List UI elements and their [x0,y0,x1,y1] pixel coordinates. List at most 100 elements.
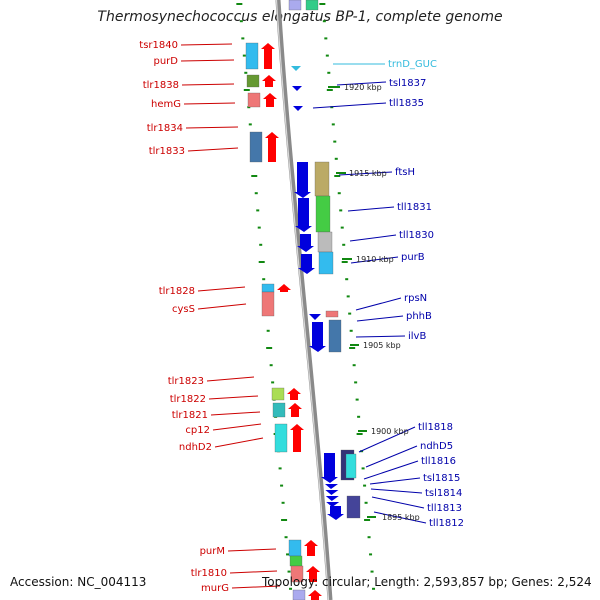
gene-label-tlr1833[interactable]: tlr1833 [149,146,185,157]
tick-mark [370,570,374,573]
gene-label-tsr1840[interactable]: tsr1840 [139,40,178,51]
reverse-gene [309,314,321,320]
tick-mark [258,261,265,263]
label-connectors [180,43,427,589]
forward-gene [271,387,301,401]
gene-label-ndhD2[interactable]: ndhD2 [179,442,212,453]
genome-backbone [275,0,333,600]
gene-label-cysS[interactable]: cysS [172,304,195,315]
reverse-gene [325,496,339,501]
gene-label-tsl1815[interactable]: tsl1815 [423,473,460,484]
gene-arrow [277,284,291,292]
tick-mark [322,20,326,23]
tick-mark [356,433,363,435]
gene-arrow [295,198,312,232]
reverse-gene [318,251,334,275]
tick-mark [257,226,261,229]
gene-label-tlr1821[interactable]: tlr1821 [172,410,208,421]
gene-label-tll1812[interactable]: tll1812 [429,518,464,529]
gene-label-trnD_GUC[interactable]: trnD_GUC [388,59,437,70]
gene-label-purD[interactable]: purD [154,56,179,67]
label-connector [180,43,233,46]
gene-box [272,402,286,418]
tick-mark [284,536,288,539]
tick-mark [254,192,258,195]
gene-label-murG[interactable]: murG [201,583,229,594]
gene-label-tll1831[interactable]: tll1831 [397,202,432,213]
forward-gene [247,92,277,108]
gene-box [274,423,288,453]
tick-mark [286,553,290,556]
gene-box [292,589,306,600]
tick-mark [363,484,367,487]
tick-mark [341,261,348,263]
tick-mark [372,587,376,590]
reverse-gene [326,502,340,507]
gene-arrow [261,43,275,69]
reverse-gene [297,234,314,252]
gene-arrow [298,254,315,274]
label-connector [370,488,423,494]
gene-box [247,92,261,108]
reverse-gene [309,322,326,352]
gene-label-purB[interactable]: purB [401,252,425,263]
label-connector [231,585,281,589]
gene-arrow [290,424,304,452]
tick-mark [331,123,335,126]
gene-label-tlr1810[interactable]: tlr1810 [191,568,227,579]
gene-label-tll1813[interactable]: tll1813 [427,503,462,514]
gene-box [314,161,330,197]
tick-mark [340,226,344,229]
tick-mark [247,106,251,109]
reverse-gene [314,161,330,197]
gene-box [346,495,361,519]
gene-label-tlr1822[interactable]: tlr1822 [170,394,206,405]
forward-gene [289,555,303,567]
reverse-gene [315,195,331,233]
gene-label-tlr1834[interactable]: tlr1834 [147,123,183,134]
tick-mark [325,54,329,57]
label-connector [197,286,246,292]
gene-arrow [287,388,301,400]
forward-gene [245,42,275,70]
gene-label-tlr1823[interactable]: tlr1823 [168,376,204,387]
gene-arrow [265,132,279,162]
forward-gene [288,539,318,557]
tick-mark [266,347,273,349]
tick-mark [324,37,328,40]
kbp-label-1895: 1895 kbp [382,513,420,522]
tick-mark [239,20,243,23]
gene-arrow [294,162,311,198]
gene-box [288,539,302,557]
tick-mark [367,536,371,539]
gene-label-ilvB[interactable]: ilvB [408,331,426,342]
gene-label-hemG[interactable]: hemG [151,99,181,110]
gene-label-tll1816[interactable]: tll1816 [421,456,456,467]
reverse-gene [325,484,338,489]
tick-mark [342,243,346,246]
gene-label-purM[interactable]: purM [200,546,225,557]
gene-label-cp12[interactable]: cp12 [185,425,210,436]
gene-label-rpsN[interactable]: rpsN [404,293,427,304]
gene-label-tsl1814[interactable]: tsl1814 [425,488,462,499]
label-connector [206,376,255,382]
gene-box [245,42,259,70]
gene-label-tlr1828[interactable]: tlr1828 [159,286,195,297]
tick-mark [352,364,356,367]
tick-mark [326,89,333,91]
gene-label-ftsH[interactable]: ftsH [395,167,415,178]
tick-mark [327,71,331,74]
reverse-strand-genes [291,0,361,520]
gene-label-tll1818[interactable]: tll1818 [418,422,453,433]
gene-label-tsl1837[interactable]: tsl1837 [389,78,426,89]
gene-label-ndhD5[interactable]: ndhD5 [420,441,453,452]
gene-label-phhB[interactable]: phhB [406,311,432,322]
tick-mark [334,175,341,177]
gene-label-tlr1838[interactable]: tlr1838 [143,80,179,91]
reverse-gene [345,453,357,479]
gene-box [249,131,263,163]
label-connector [347,206,395,212]
gene-label-tll1830[interactable]: tll1830 [399,230,434,241]
gene-label-tll1835[interactable]: tll1835 [389,98,424,109]
reverse-gene [321,453,338,483]
